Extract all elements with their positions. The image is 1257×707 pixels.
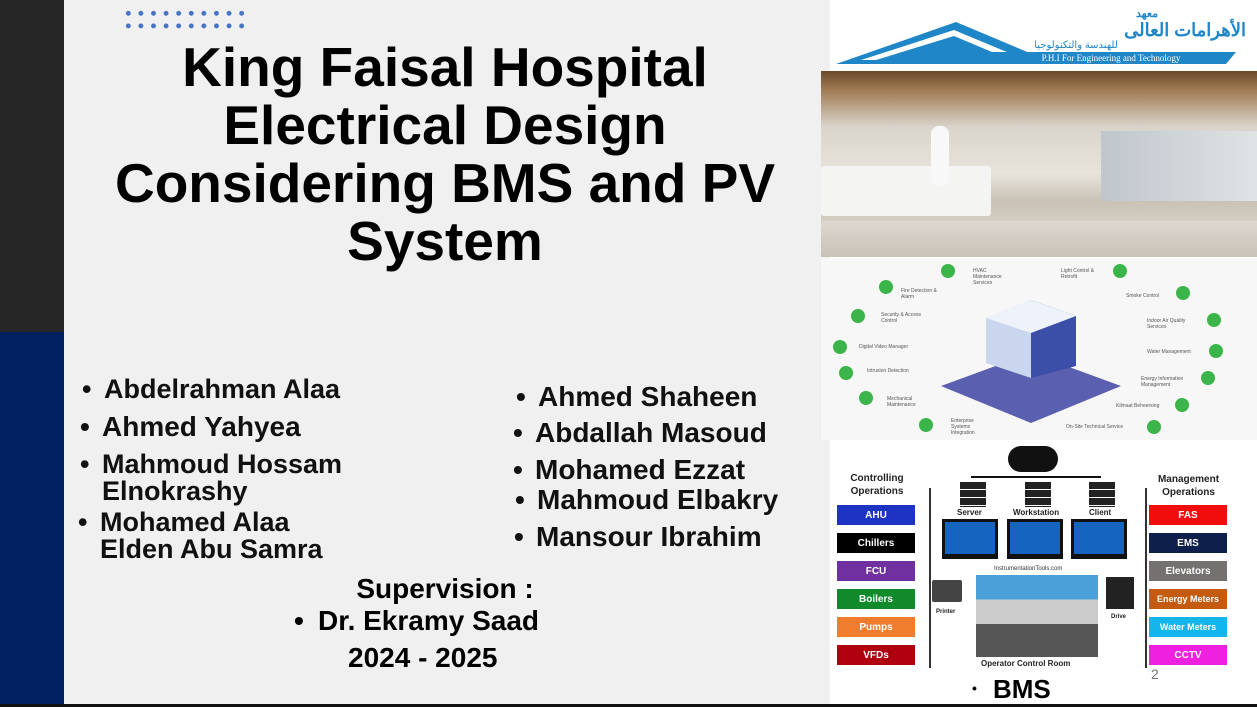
supervisor-name: Dr. Ekramy Saad [294,605,539,637]
server-icon [1089,482,1115,507]
drive-label: Drive [1111,614,1127,620]
bullet-icon: • [972,680,977,696]
bms-architecture-diagram: Controlling Operations Management Operat… [836,440,1257,707]
controlling-box: Boilers [837,589,915,609]
student-name: Ahmed Shaheen [516,383,757,411]
room-label: Operator Control Room [981,659,1071,668]
controlling-box: VFDs [837,645,915,665]
cloud-icon [1008,446,1058,472]
service-label: Energy Information Management [1141,376,1184,388]
student-name: Mohamed Ezzat [513,456,745,484]
management-box: CCTV [1149,645,1227,665]
server-icon [1025,482,1051,507]
logo-english: P.H.I For Engineering and Technology [1041,53,1181,63]
service-label: Light Control & Retrofit [1061,268,1095,280]
service-label: On-Site Technical Service [1066,424,1124,430]
decorative-dots [122,7,247,31]
service-label: Mechanical Maintenance [887,396,916,408]
student-name: Abdelrahman Alaa [82,376,340,404]
bms-label: BMS [993,674,1051,704]
controlling-title: Controlling Operations [850,473,904,497]
monitor-icon [1071,519,1127,559]
bottom-border [0,704,1257,707]
service-label: Enterprise Systems Integration [951,418,975,436]
student-name: Ahmed Yahyea [80,413,301,441]
slide-title: King Faisal Hospital Electrical Design C… [114,36,776,272]
management-box: Water Meters [1149,617,1227,637]
student-name: Mohamed Alaa Elden Abu Samra [78,509,350,563]
service-label: Smoke Control [1126,293,1160,299]
service-label: Indoor Air Quality Services [1147,318,1186,330]
service-label: Digital Video Manager [859,344,909,350]
logo-arabic-line1: معهد [1136,8,1159,20]
academic-years: 2024 - 2025 [348,642,498,673]
management-title: Management Operations [1157,474,1220,498]
watermark: InstrumentationTools.com [994,566,1063,572]
monitor-icon [1007,519,1063,559]
controlling-box: FCU [837,561,915,581]
left-navy-strip [0,332,64,707]
institute-logo: معهد الأهرامات العالى للهندسة والتكنولوج… [836,8,1254,66]
server-icon [960,482,986,507]
node-label: Server [957,508,982,517]
management-box: EMS [1149,533,1227,553]
management-box: Elevators [1149,561,1227,581]
slide-background [64,0,830,707]
monitor-icon [942,519,998,559]
logo-arabic-line3: للهندسة والتكنولوجيا [1034,40,1118,51]
service-label: Security & Access Control [881,312,922,324]
management-box: FAS [1149,505,1227,525]
service-label: Kilmaat Beheersing [1116,403,1160,409]
student-name: Abdallah Masoud [513,419,767,447]
printer-icon [932,580,962,602]
service-label: Water Management [1147,349,1191,355]
page-number: 2 [1151,666,1159,682]
controlling-box: Pumps [837,617,915,637]
controlling-box: AHU [837,505,915,525]
hospital-interior-photo [821,71,1257,257]
student-name: Mahmoud Elbakry [515,486,778,514]
student-name: Mahmoud Hossam Elnokrashy [80,451,382,505]
student-name: Mansour Ibrahim [514,523,762,551]
logo-arabic-line2: الأهرامات العالى [1124,20,1246,40]
bms-services-infographic: Fire Detection & Alarm Security & Access… [821,258,1257,440]
node-label: Client [1089,508,1112,517]
operator-desk-image [976,575,1098,657]
service-label: Fire Detection & Alarm [901,288,937,300]
management-box: Energy Meters [1149,589,1227,609]
service-label: HVAC Maintenance Services [973,268,1002,286]
service-label: Intrusion Detection [867,368,909,374]
printer-label: Printer [936,609,956,615]
supervision-label: Supervision : [356,573,534,604]
drive-icon [1106,577,1134,609]
controlling-box: Chillers [837,533,915,553]
left-dark-strip [0,0,64,332]
node-label: Workstation [1013,508,1060,517]
